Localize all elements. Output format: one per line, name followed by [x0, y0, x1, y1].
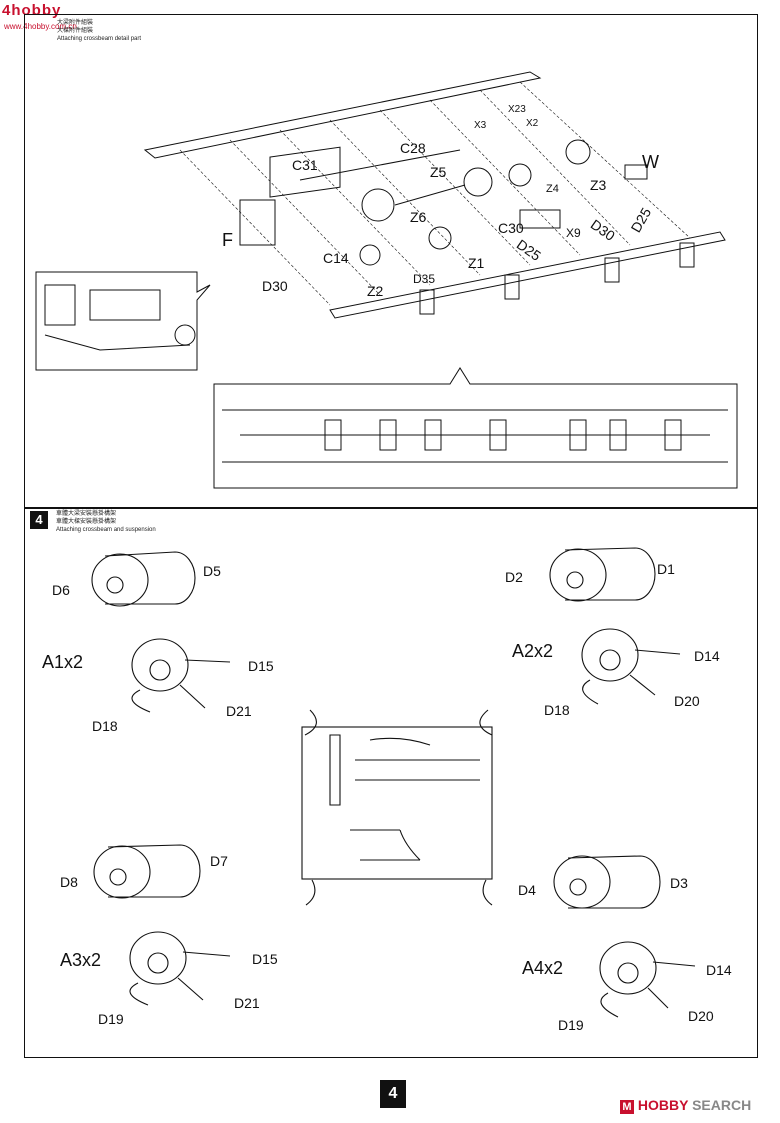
label-D15-a1: D15 — [248, 658, 274, 674]
step3-panel: 大梁附件組裝 大樑附件組裝 Attaching crossbeam detail… — [24, 14, 758, 508]
step3-cn-line1: 大梁附件組裝 — [57, 20, 94, 26]
label-D5: D5 — [203, 563, 221, 579]
label-D2: D2 — [505, 569, 523, 585]
label-Z1: Z1 — [468, 255, 485, 271]
label-A2x2: A2x2 — [512, 641, 554, 661]
label-Z4: Z4 — [546, 183, 559, 195]
label-X2: X2 — [526, 118, 539, 129]
label-D14-a2: D14 — [694, 648, 720, 664]
label-D21-a3: D21 — [234, 995, 260, 1011]
watermark-url: www.4hobby.com.cn — [4, 22, 77, 31]
hobbysearch-suffix: SEARCH — [692, 1097, 752, 1113]
label-D18-a1: D18 — [92, 718, 118, 734]
label-A3x2: A3x2 — [60, 950, 102, 970]
label-D30-left: D30 — [262, 278, 288, 294]
label-C28: C28 — [400, 140, 426, 156]
label-A4x2: A4x2 — [522, 958, 564, 978]
label-D3: D3 — [670, 875, 688, 891]
page-number: 4 — [380, 1080, 406, 1108]
label-D18-a2: D18 — [544, 702, 570, 718]
step3-chassis-drawing — [35, 71, 738, 489]
step3-cn-line2: 大樑附件組裝 — [57, 28, 94, 34]
step4-cn-line1: 車體大梁安裝懸掛構架 — [56, 511, 117, 517]
label-C31: C31 — [292, 157, 318, 173]
label-D21-a1: D21 — [226, 703, 252, 719]
label-A1x2: A1x2 — [42, 652, 84, 672]
label-C14: C14 — [323, 250, 349, 266]
label-X23: X23 — [508, 104, 526, 115]
label-D35: D35 — [413, 272, 436, 286]
label-D1: D1 — [657, 561, 675, 577]
label-Z6: Z6 — [410, 209, 427, 225]
label-Z2: Z2 — [367, 283, 384, 299]
step4-number: 4 — [30, 511, 48, 529]
step4-caption: Attaching crossbeam and suspension — [56, 527, 156, 533]
step4-panel — [24, 508, 758, 1058]
step4-cn-line2: 車體大樑安裝懸掛構架 — [56, 519, 117, 525]
label-D20-a2: D20 — [674, 693, 700, 709]
hobbysearch-watermark: M HOBBY SEARCH — [620, 1097, 751, 1114]
label-D8: D8 — [60, 874, 78, 890]
label-W: W — [642, 152, 659, 172]
label-D4: D4 — [518, 882, 536, 898]
label-D20-a4: D20 — [688, 1008, 714, 1024]
label-D7: D7 — [210, 853, 228, 869]
label-D6: D6 — [52, 582, 70, 598]
label-D15-a3: D15 — [252, 951, 278, 967]
step3-caption: Attaching crossbeam detail part — [57, 36, 142, 42]
hobbysearch-brand: HOBBY — [637, 1097, 689, 1113]
label-X9: X9 — [566, 226, 581, 240]
label-Z3: Z3 — [590, 177, 607, 193]
label-F: F — [222, 230, 233, 250]
label-Z5: Z5 — [430, 164, 447, 180]
label-D19-a4: D19 — [558, 1017, 584, 1033]
label-D14-a4: D14 — [706, 962, 732, 978]
hobbysearch-mark: M — [620, 1100, 634, 1114]
label-D19-a3: D19 — [98, 1011, 124, 1027]
label-X3: X3 — [474, 120, 487, 131]
label-C30: C30 — [498, 220, 524, 236]
